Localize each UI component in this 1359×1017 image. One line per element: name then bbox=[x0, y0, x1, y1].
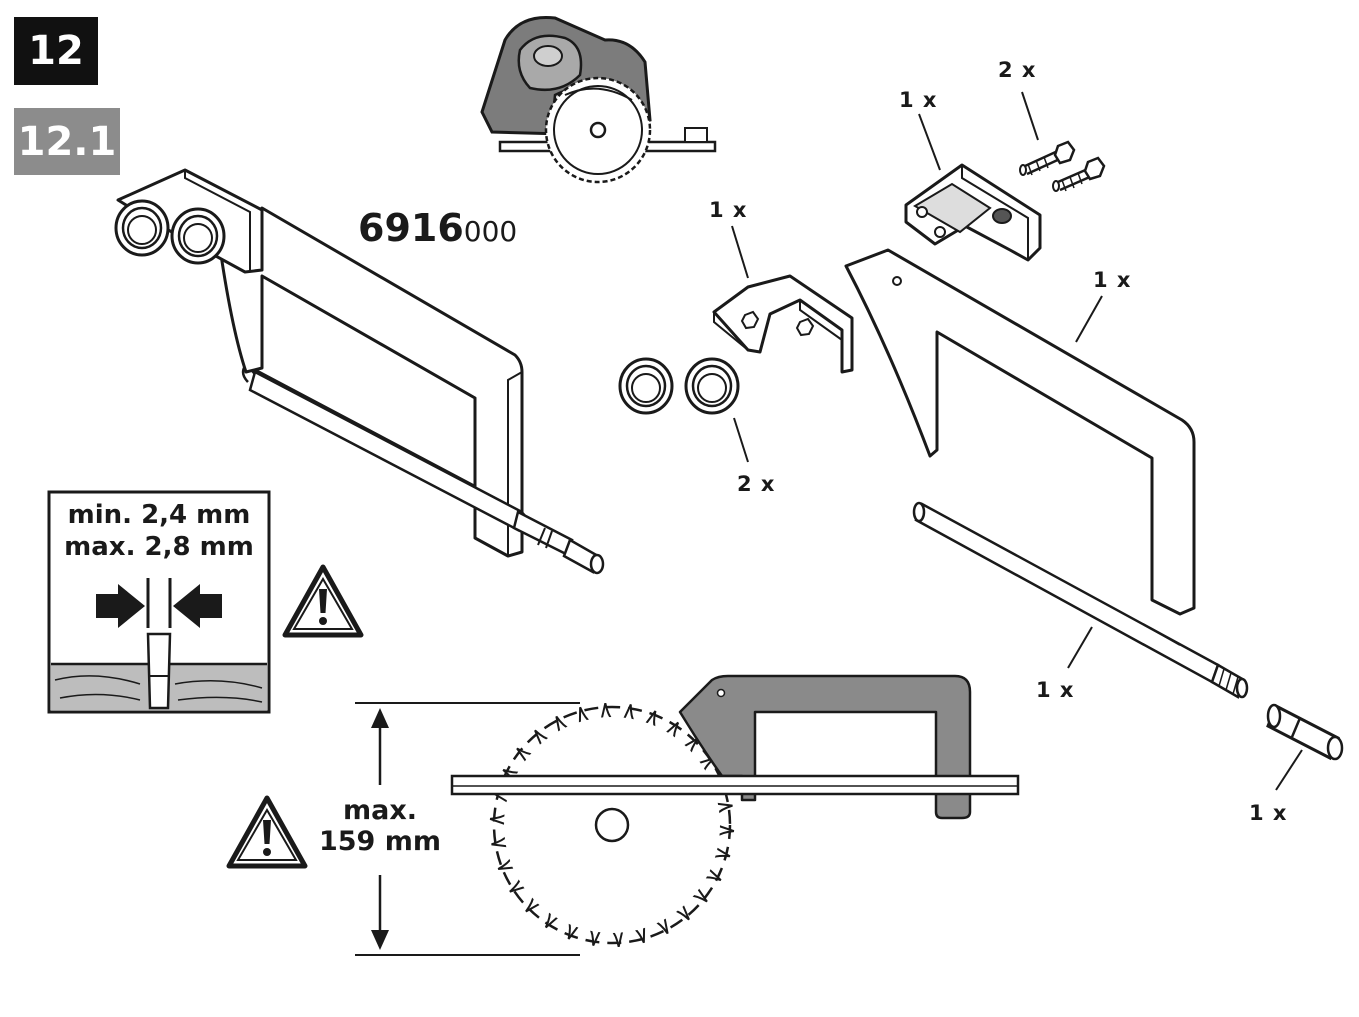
part-number: 6916000 bbox=[358, 206, 517, 250]
bushings-part bbox=[618, 357, 740, 415]
gap-max-label: max. 2,8 mm bbox=[64, 532, 254, 562]
qty-screws: 2 x bbox=[998, 58, 1037, 82]
guide-plate-part bbox=[844, 248, 1196, 616]
screws-part bbox=[1019, 140, 1106, 192]
part-number-suffix: 000 bbox=[463, 215, 518, 248]
cut-depth-label-line1: max. bbox=[342, 795, 418, 826]
blade-gap-specification bbox=[47, 490, 271, 714]
saw-blade-large bbox=[489, 702, 735, 948]
rod-part bbox=[912, 501, 1249, 699]
holder-part bbox=[904, 163, 1042, 262]
circular-saw-illustration bbox=[480, 15, 717, 184]
end-cap-part bbox=[1266, 703, 1344, 761]
qty-bushings: 2 x bbox=[737, 472, 776, 496]
substep-number-badge: 12.1 bbox=[14, 108, 120, 175]
qty-bracket: 1 x bbox=[709, 198, 748, 222]
warning-triangle-icon bbox=[229, 798, 305, 866]
gap-arrow-right-icon bbox=[173, 584, 222, 628]
gap-min-label: min. 2,4 mm bbox=[67, 500, 251, 530]
qty-rod: 1 x bbox=[1036, 678, 1075, 702]
cutting-depth-illustration bbox=[355, 674, 1020, 956]
qty-holder: 1 x bbox=[899, 88, 938, 112]
part-number-main: 6916 bbox=[358, 206, 464, 250]
step-number-badge: 12 bbox=[14, 17, 98, 85]
gap-arrow-left-icon bbox=[96, 584, 145, 628]
warning-triangle-icon bbox=[285, 567, 361, 635]
assembled-parallel-guide bbox=[114, 168, 605, 575]
cut-depth-label-line2: 159 mm bbox=[318, 826, 442, 857]
bracket-part bbox=[712, 274, 854, 374]
qty-guide-plate: 1 x bbox=[1093, 268, 1132, 292]
base-plate bbox=[450, 774, 1020, 796]
qty-end-cap: 1 x bbox=[1249, 801, 1288, 825]
